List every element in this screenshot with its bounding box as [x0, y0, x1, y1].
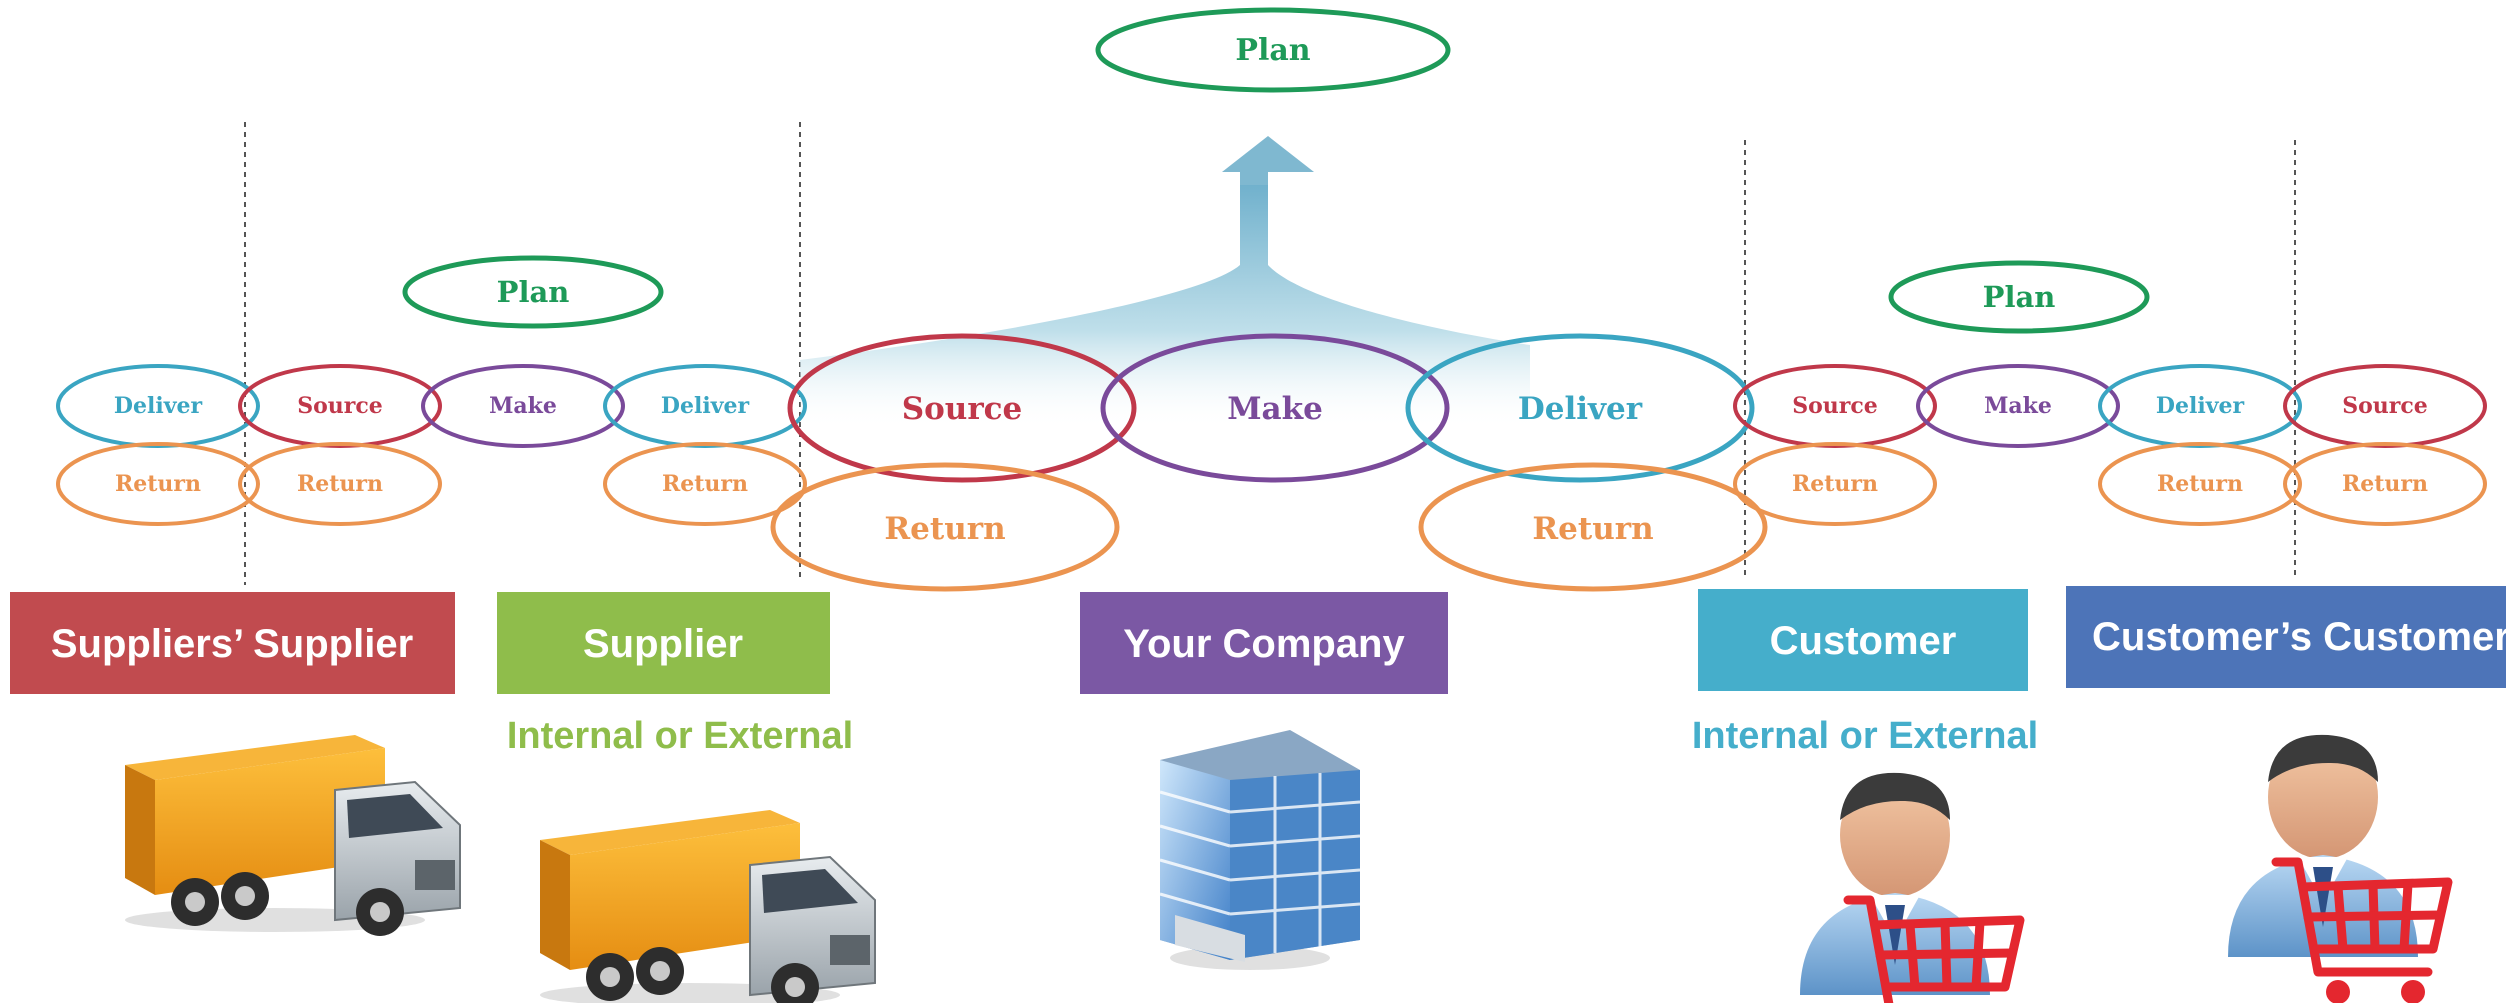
truck-icon: [539, 809, 876, 1003]
company-make-label: Make: [1227, 391, 1323, 427]
cc-return-label: Return: [2342, 471, 2428, 497]
entity-customer: Customer: [1698, 589, 2028, 691]
sup-return-out-label: Return: [662, 471, 748, 497]
cust-make-label: Make: [1984, 393, 2052, 419]
company-source-label: Source: [902, 391, 1023, 427]
cust-return-out-label: Return: [2157, 471, 2243, 497]
entity-suppliers-supplier: Suppliers’ Supplier: [10, 592, 455, 694]
dashed-separators: [244, 122, 2296, 585]
cust-deliver-label: Deliver: [2156, 393, 2245, 419]
plan-right-label: Plan: [1983, 280, 2056, 314]
plan-top-label: Plan: [1235, 33, 1310, 68]
cust-source-label: Source: [1792, 393, 1878, 419]
right-process-cluster: [1733, 364, 2487, 526]
plan-top: Plan: [1095, 7, 1451, 93]
entity-customers-customer: Customer’s Customer: [2066, 586, 2506, 688]
person-with-cart-icon: [2228, 735, 2448, 1003]
company-process-cluster: [770, 333, 1768, 592]
sup-deliver-label: Deliver: [661, 393, 750, 419]
customer-subtitle: Internal or External: [1692, 715, 2038, 757]
person-with-cart-icon: [1800, 773, 2020, 1003]
entity-customer-label: Customer: [1770, 619, 1957, 663]
company-return-in-label: Return: [884, 511, 1005, 547]
plan-up-arrow: [800, 182, 1530, 430]
entity-supplier: Supplier: [497, 592, 830, 694]
sup-make-label: Make: [489, 393, 557, 419]
entity-your-company: Your Company: [1080, 592, 1448, 694]
sup-return-in-label: Return: [297, 471, 383, 497]
left-process-cluster: [56, 364, 807, 526]
cc-source-label: Source: [2342, 393, 2428, 419]
ss-deliver-label: Deliver: [114, 393, 203, 419]
plan-left: Plan: [402, 255, 664, 329]
plan-left-label: Plan: [497, 275, 570, 309]
company-return-out-label: Return: [1532, 511, 1653, 547]
sup-source-label: Source: [297, 393, 383, 419]
cust-return-in-label: Return: [1792, 471, 1878, 497]
entity-customers-customer-label: Customer’s Customer: [2092, 615, 2506, 659]
company-deliver-label: Deliver: [1518, 391, 1643, 427]
truck-icon: [124, 734, 461, 937]
entity-supplier-label: Supplier: [583, 622, 743, 666]
plan-right: Plan: [1888, 260, 2150, 334]
entity-your-company-label: Your Company: [1123, 622, 1405, 666]
office-building-icon: [1159, 730, 1361, 970]
entity-suppliers-supplier-label: Suppliers’ Supplier: [51, 622, 413, 666]
ss-return-label: Return: [115, 471, 201, 497]
plan-up-arrowhead: [1222, 136, 1314, 172]
supplier-subtitle: Internal or External: [507, 715, 853, 757]
